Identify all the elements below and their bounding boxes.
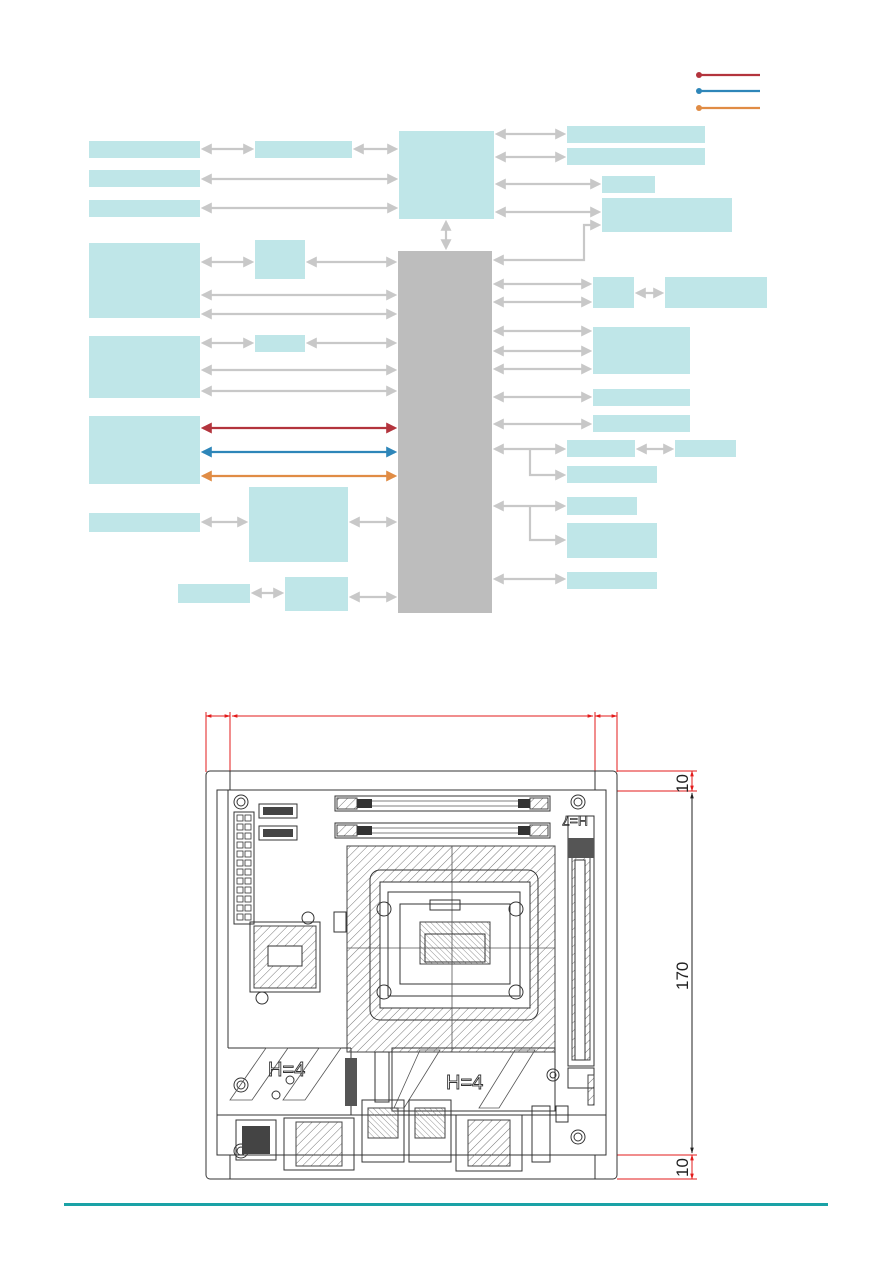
height-label-right: H=4 <box>446 1072 483 1094</box>
block-diagram <box>89 72 767 613</box>
left-block-8b <box>285 577 348 611</box>
right-block-2 <box>567 148 705 165</box>
right-block-12 <box>567 523 657 558</box>
left-block-7 <box>89 513 200 532</box>
power-header <box>233 811 255 925</box>
left-block-5b <box>255 335 305 352</box>
left-block-3 <box>89 200 200 217</box>
sata-connectors <box>258 803 298 841</box>
memory-slots <box>334 795 551 839</box>
right-block-9 <box>567 440 635 457</box>
legend-item-blue <box>696 88 760 94</box>
legend <box>696 72 760 111</box>
left-block-2 <box>89 170 200 187</box>
right-block-4 <box>602 198 732 232</box>
dim-bottom-margin: 10 <box>673 1158 692 1177</box>
right-block-9b <box>675 440 736 457</box>
dim-top-margin: 10 <box>673 774 692 793</box>
left-block-7b <box>249 487 348 562</box>
left-block-8 <box>178 584 250 603</box>
right-block-5b <box>665 277 767 308</box>
left-connectors <box>200 143 399 603</box>
chipset-block <box>398 251 492 613</box>
right-block-7 <box>593 389 690 406</box>
legend-item-red <box>696 72 760 78</box>
right-block-6 <box>593 327 690 374</box>
right-block-8 <box>593 415 690 432</box>
right-block-11 <box>567 497 637 515</box>
left-block-4 <box>89 243 200 318</box>
left-block-6 <box>89 416 200 484</box>
left-block-4b <box>255 240 305 279</box>
right-block-10 <box>567 466 657 483</box>
right-block-1 <box>567 126 705 143</box>
cpu-socket <box>346 845 556 1053</box>
legend-item-orange <box>696 105 760 111</box>
left-block-1 <box>89 141 200 158</box>
right-dimension <box>617 770 697 1180</box>
slot-mark: H=7 <box>562 813 588 829</box>
footer-rule <box>64 1203 828 1206</box>
cpu-block <box>399 131 494 219</box>
right-connectors <box>492 128 675 585</box>
height-label-left: H=4 <box>268 1059 305 1081</box>
top-dimension <box>205 712 618 772</box>
pcie-slot <box>567 815 595 1106</box>
rear-io <box>235 1099 569 1172</box>
board-outline <box>205 770 618 1180</box>
left-blocks <box>89 141 352 611</box>
chipset-heatsink <box>249 911 347 1005</box>
m2-areas <box>229 1047 556 1112</box>
left-block-1b <box>255 141 352 158</box>
right-block-3 <box>602 176 655 193</box>
right-blocks <box>567 126 767 589</box>
left-block-5 <box>89 336 200 398</box>
dim-height: 170 <box>673 962 692 990</box>
right-block-5 <box>593 277 634 308</box>
mounting-holes <box>233 794 586 1159</box>
right-block-13 <box>567 572 657 589</box>
